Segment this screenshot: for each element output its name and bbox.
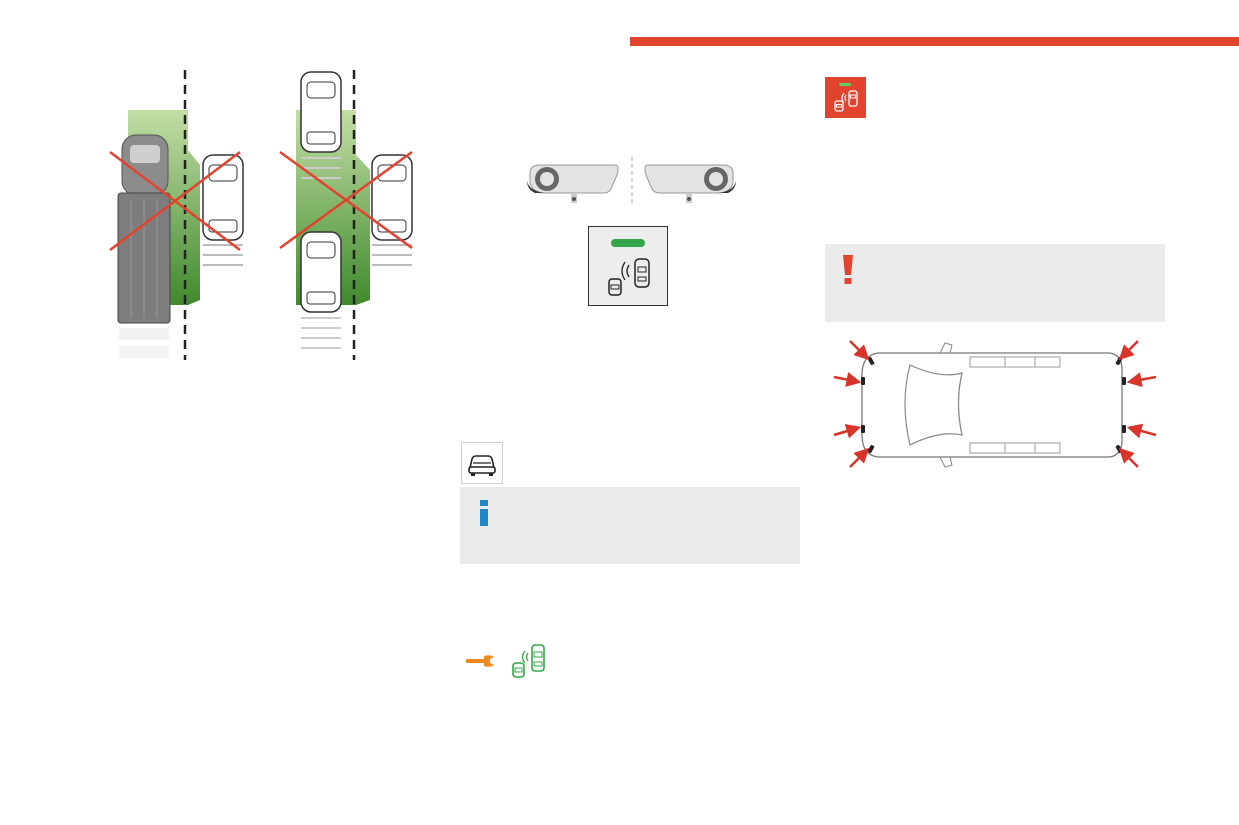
wrench-icon: [466, 655, 494, 667]
sensor-locations-diagram: [833, 340, 1157, 468]
section-header-bar: [630, 37, 1239, 46]
blind-spot-fault-icon: [512, 644, 545, 678]
door-mirrors-illustration: [527, 157, 736, 205]
right-mirror: [644, 164, 736, 203]
scene-cars-side-by-side: [279, 70, 413, 360]
green-indicator-lamp: [611, 239, 645, 247]
car-top: [300, 71, 342, 179]
sensor-arrows: [833, 340, 1157, 468]
left-mirror: [527, 164, 619, 203]
own-car-a: [202, 154, 244, 266]
car-bottom: [300, 231, 342, 349]
warning-exclamation-icon: [843, 255, 853, 284]
vehicle-settings-icon: [461, 442, 503, 484]
own-car-b: [371, 154, 413, 266]
blind-spot-exceptions-illustration: [109, 70, 413, 360]
info-icon: [480, 500, 488, 526]
car-outline: [861, 342, 1123, 468]
blind-spot-indicator-panel: [588, 226, 668, 306]
warning-note-panel: [825, 244, 1165, 322]
blind-spot-monitoring-icon: [608, 239, 650, 296]
info-note-panel: [460, 487, 800, 564]
scene-truck-overtaking: [109, 70, 244, 360]
blind-spot-warning-lamp-icon: [825, 77, 866, 118]
